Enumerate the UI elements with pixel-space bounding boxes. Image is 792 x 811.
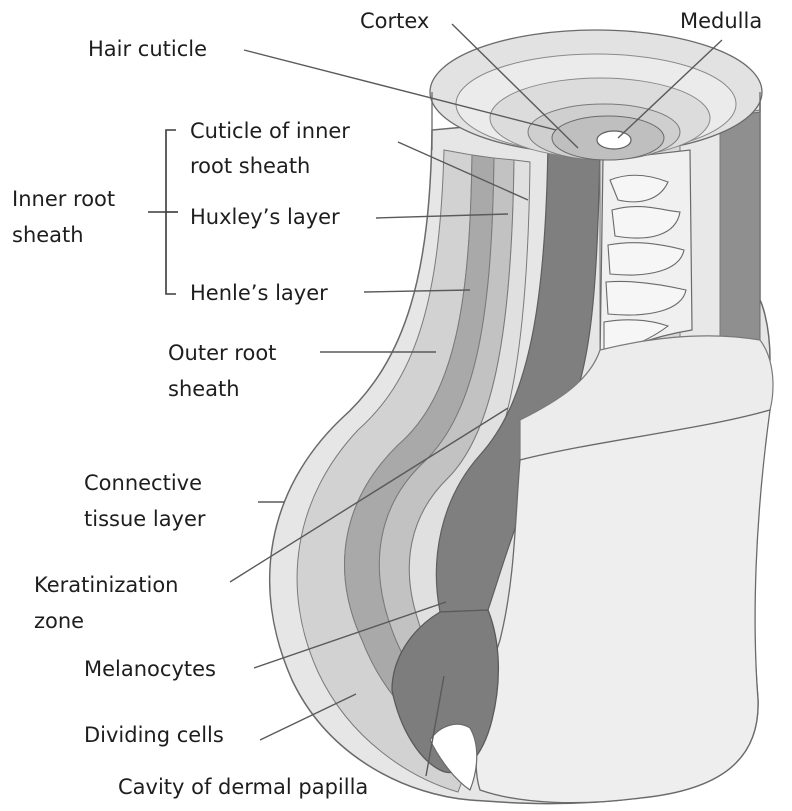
label-cavity-of-dermal-papilla: Cavity of dermal papilla bbox=[118, 775, 368, 799]
label-inner-root-sheath-line2: sheath bbox=[12, 223, 84, 247]
label-melanocytes: Melanocytes bbox=[84, 657, 216, 681]
label-cuticle-inner-root-sheath-line1: Cuticle of inner bbox=[190, 119, 350, 143]
label-cortex: Cortex bbox=[360, 9, 429, 33]
label-keratinization-zone-line2: zone bbox=[34, 609, 84, 633]
label-outer-root-sheath-line1: Outer root bbox=[168, 341, 276, 365]
right-dark-band bbox=[720, 112, 760, 340]
label-medulla: Medulla bbox=[680, 9, 762, 33]
label-keratinization-zone-line1: Keratinization bbox=[34, 573, 178, 597]
label-inner-root-sheath-line1: Inner root bbox=[12, 187, 115, 211]
label-connective-tissue-layer-line1: Connective bbox=[84, 471, 202, 495]
label-dividing-cells: Dividing cells bbox=[84, 723, 224, 747]
hair-follicle-illustration bbox=[270, 30, 773, 804]
label-outer-root-sheath-line2: sheath bbox=[168, 377, 240, 401]
inner-root-sheath-bracket bbox=[148, 130, 178, 294]
label-cuticle-inner-root-sheath-line2: root sheath bbox=[190, 154, 310, 178]
label-hair-cuticle: Hair cuticle bbox=[88, 37, 207, 61]
label-connective-tissue-layer-line2: tissue layer bbox=[84, 507, 206, 531]
bulb-right-face bbox=[476, 410, 770, 803]
label-huxleys-layer: Huxley’s layer bbox=[190, 205, 340, 229]
medulla-cells bbox=[600, 150, 692, 360]
label-henles-layer: Henle’s layer bbox=[190, 281, 328, 305]
